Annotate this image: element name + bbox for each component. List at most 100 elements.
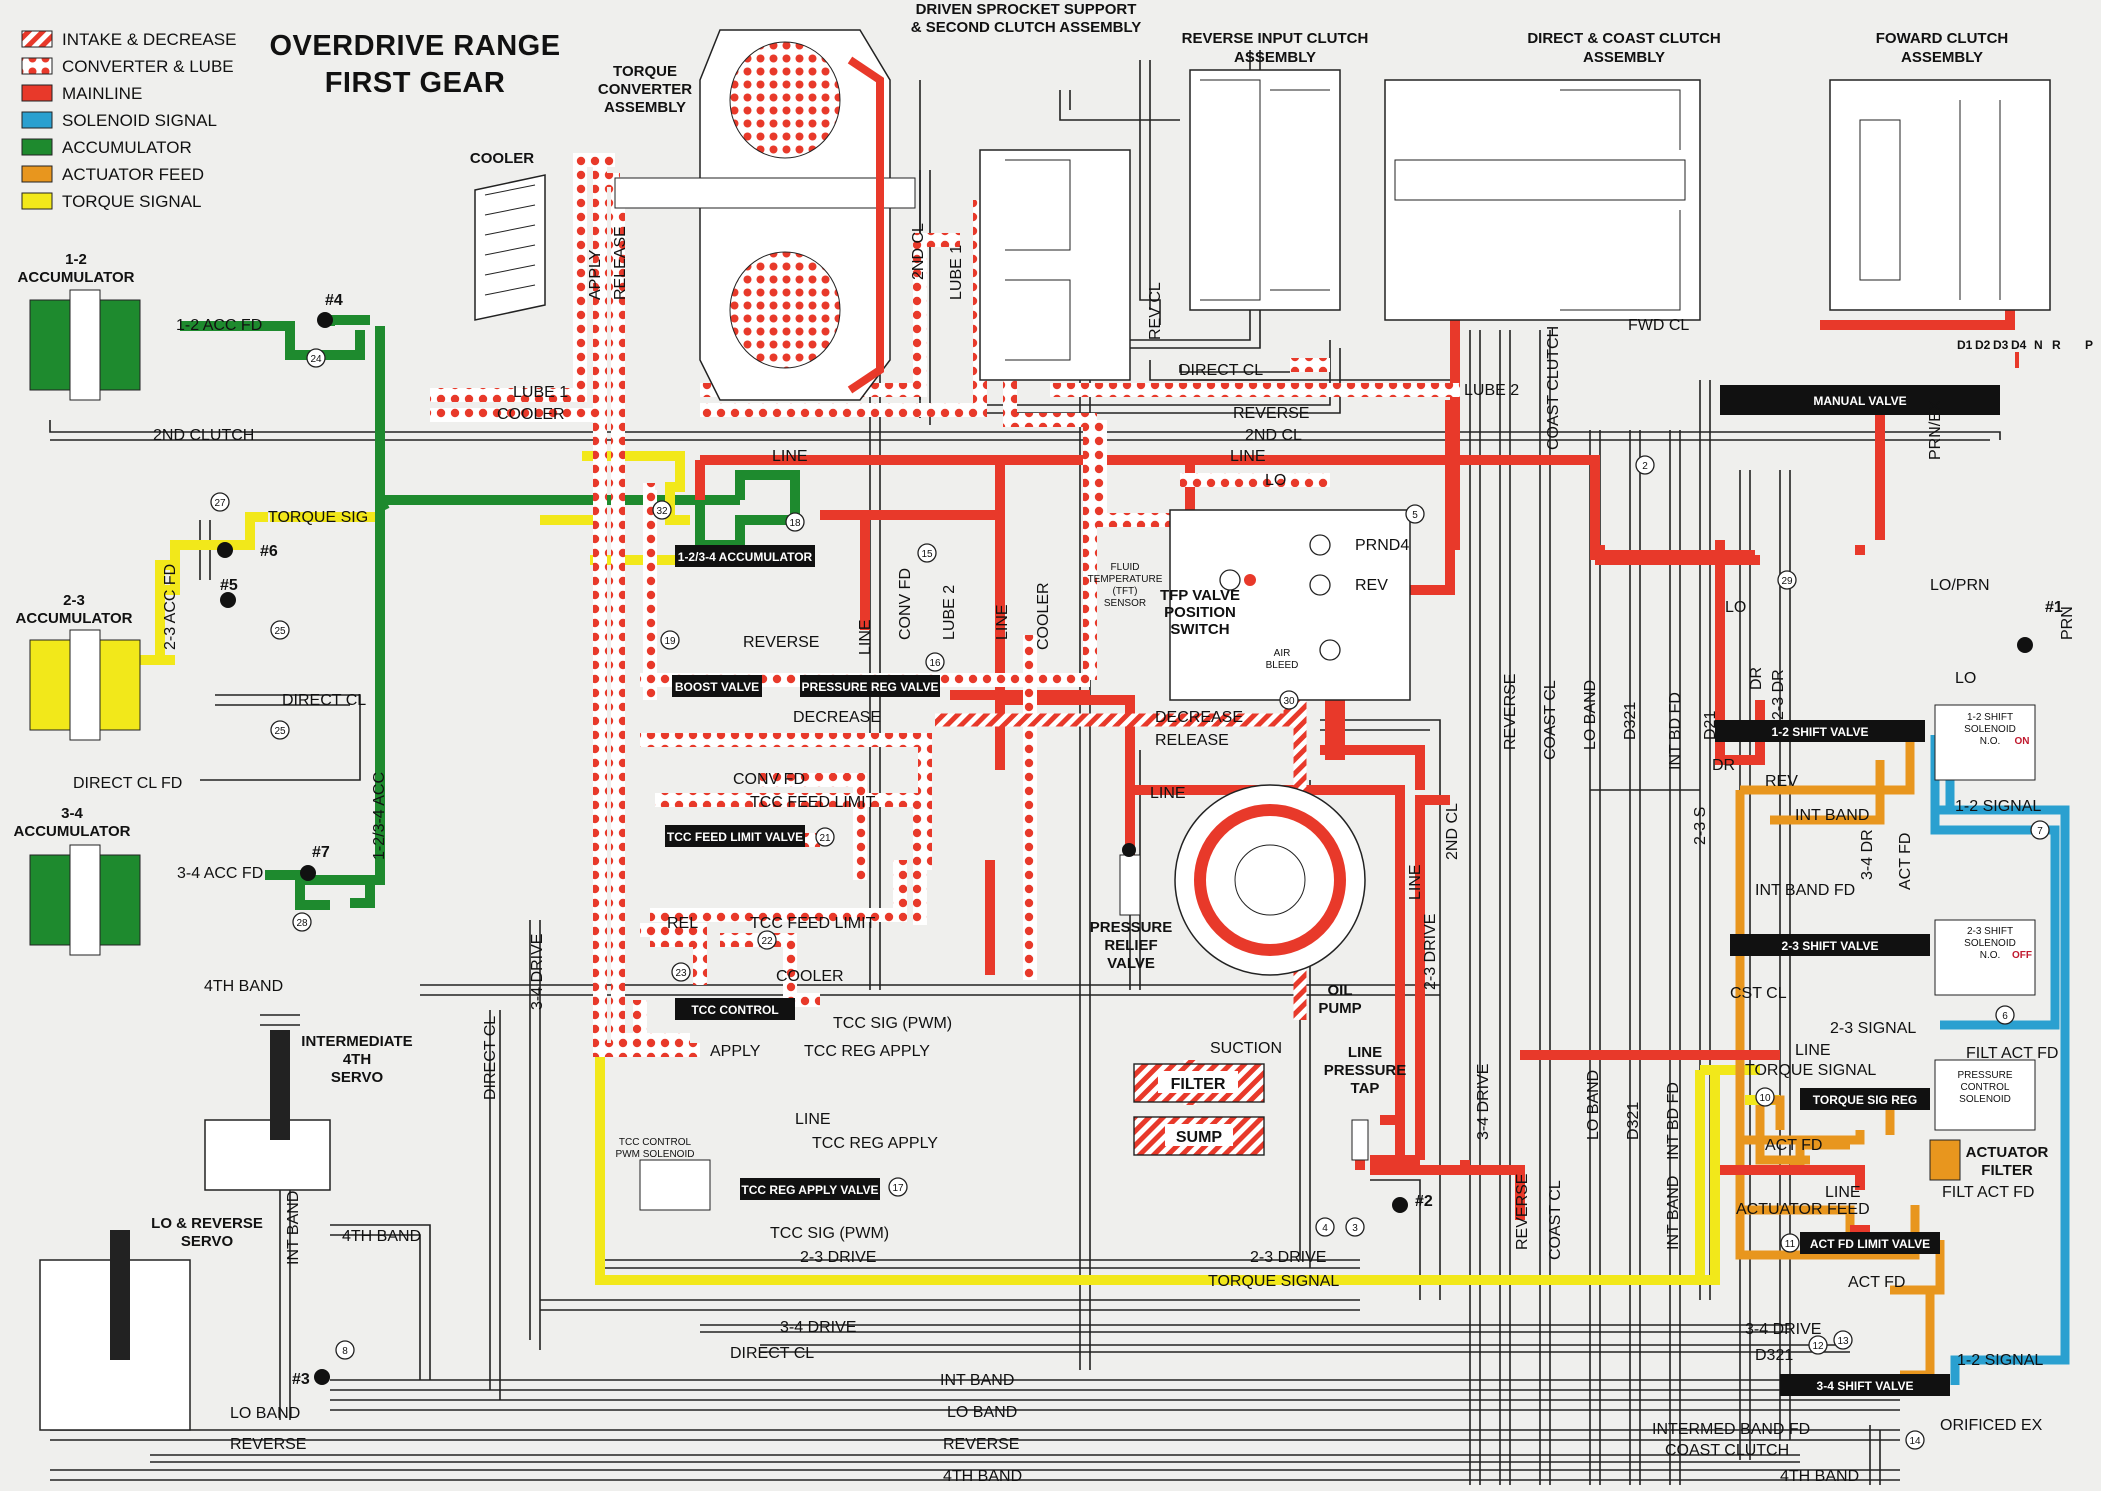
legend: INTAKE & DECREASE CONVERTER & LUBE MAINL… xyxy=(21,30,236,211)
passage-label: 1-2 SIGNAL xyxy=(1955,798,2041,815)
passage-label: 1-2 ACC FD xyxy=(176,317,262,334)
passage-label: TCC REG APPLY xyxy=(812,1135,938,1152)
passage-label: 3-4 ACC FD xyxy=(177,865,263,882)
passage-label: LINE xyxy=(772,448,808,465)
pump-label-1: OIL xyxy=(1328,982,1353,999)
shift-solenoid-1-2: 1-2 SHIFT SOLENOID N.O. ON xyxy=(1934,704,2036,781)
orifice: 2 xyxy=(1635,455,1655,475)
tft-label-2: TEMPERATURE xyxy=(1088,574,1163,585)
filter-sump: FILTER SUMP SUCTION xyxy=(1133,1040,1282,1156)
pressure-reg-valve: PRESSURE REG VALVE xyxy=(800,675,940,697)
passage-label: ACTUATOR FEED xyxy=(1736,1201,1870,1218)
tcc-feed-limit-label: TCC FEED LIMIT VALVE xyxy=(667,830,803,844)
passage-label: LINE xyxy=(1795,1042,1831,1059)
orifice-label: 29 xyxy=(1781,576,1793,587)
passage-label: LO xyxy=(1955,670,1976,687)
orifice: 12 xyxy=(1808,1335,1828,1355)
passage-label: LINE xyxy=(1150,785,1186,802)
orifice-label: 12 xyxy=(1812,1341,1824,1352)
torque-sig-reg-valve: TORQUE SIG REG xyxy=(1800,1088,1930,1110)
orifice-label: 8 xyxy=(342,1346,348,1357)
passage-label: FILT ACT FD xyxy=(1942,1184,2034,1201)
sol12-label-3: N.O. xyxy=(1980,736,2001,747)
orifice: 29 xyxy=(1777,570,1797,590)
orifice: 16 xyxy=(925,652,945,672)
passage-label: INTERMED BAND FD xyxy=(1652,1421,1810,1438)
passage-label: 3-4 DR xyxy=(1859,829,1876,880)
passage-label: FILT ACT FD xyxy=(1966,1045,2058,1062)
passage-label: 2-3 DRIVE xyxy=(1250,1249,1326,1266)
passage-label: COOLER xyxy=(776,968,844,985)
check-ball-label: #4 xyxy=(325,292,343,309)
orifice: 27 xyxy=(210,492,230,512)
legend-label: CONVERTER & LUBE xyxy=(62,57,234,76)
prv-label-1: PRESSURE xyxy=(1090,919,1173,936)
check-ball-label: #2 xyxy=(1415,1193,1433,1210)
passage-label: DECREASE xyxy=(793,709,881,726)
orifice: 14 xyxy=(1905,1430,1925,1450)
gear-pos: D1 xyxy=(1957,338,1973,352)
int-servo-label-1: INTERMEDIATE xyxy=(301,1033,412,1050)
accumulator-3-4: 3-4 ACCUMULATOR xyxy=(14,805,141,956)
passage-label: DECREASE xyxy=(1155,709,1243,726)
acc-valve-label: 1-2/3-4 ACCUMULATOR xyxy=(678,550,813,564)
orifice-label: 23 xyxy=(675,968,687,979)
orifice: 4 xyxy=(1315,1217,1335,1237)
orifice-label: 5 xyxy=(1412,510,1418,521)
passage-label: TCC FEED LIMIT xyxy=(750,794,876,811)
passage-label: REVERSE xyxy=(1233,405,1309,422)
int-servo-label-2: 4TH xyxy=(343,1051,371,1068)
sol12-label-1: 1-2 SHIFT xyxy=(1967,712,2013,723)
int-servo-label-3: SERVO xyxy=(331,1069,384,1086)
tcc-control-valve: TCC CONTROL xyxy=(675,998,795,1020)
orifice: 24 xyxy=(306,348,326,368)
tft-label-3: (TFT) xyxy=(1113,586,1138,597)
shift23-label: 2-3 SHIFT VALVE xyxy=(1782,939,1879,953)
orifice-label: 28 xyxy=(296,918,308,929)
orifice-label: 32 xyxy=(656,506,668,517)
sump-label-bg xyxy=(1165,1124,1233,1146)
sol23-state: OFF xyxy=(2012,950,2032,961)
shift-valve-1-2: 1-2 SHIFT VALVE xyxy=(1715,720,1925,742)
passage-label: TORQUE SIGNAL xyxy=(1208,1273,1339,1290)
tft-label-4: SENSOR xyxy=(1104,598,1146,609)
tc-label-1: TORQUE xyxy=(613,63,677,80)
acc23-label-1: 2-3 xyxy=(63,592,85,609)
gear-pos: P xyxy=(2085,338,2093,352)
tft-label-1: FLUID xyxy=(1111,562,1140,573)
manual-valve-label: MANUAL VALVE xyxy=(1813,394,1906,408)
passage-label: REVERSE xyxy=(943,1436,1019,1453)
passage-label: COOLER xyxy=(1035,582,1052,650)
filter-label: FILTER xyxy=(1171,1076,1226,1093)
passage-label: REVERSE xyxy=(1502,674,1519,750)
passage-label: LUBE 2 xyxy=(1464,382,1519,399)
torque-signal-circuit xyxy=(140,451,1780,1285)
acc34-label-1: 3-4 xyxy=(61,805,83,822)
passage-label: REVERSE xyxy=(743,634,819,651)
passage-label: INT BD FD xyxy=(1665,1082,1682,1160)
passage-label: LINE xyxy=(795,1111,831,1128)
legend-item-intake: INTAKE & DECREASE xyxy=(21,30,236,49)
tcc-control-label: TCC CONTROL xyxy=(691,1003,778,1017)
check-ball-label: #5 xyxy=(220,577,238,594)
pcs-label-1: PRESSURE xyxy=(1957,1070,2012,1081)
gear-pos: D2 xyxy=(1975,338,1991,352)
orifice: 6 xyxy=(1995,1005,2015,1025)
passage-label: REV xyxy=(1765,773,1798,790)
passage-label: 2-3 ACC FD xyxy=(162,564,179,650)
passage-label: COAST CL xyxy=(1547,1180,1564,1260)
passage-label: 3-4 DRIVE xyxy=(529,934,546,1010)
check-ball-label: #6 xyxy=(260,543,278,560)
orifice: 25 xyxy=(270,720,290,740)
rev-input-label-2: ASSEMBLY xyxy=(1234,49,1316,66)
orifice: 15 xyxy=(917,543,937,563)
orifice-label: 11 xyxy=(1785,1239,1796,1250)
orifice-label: 24 xyxy=(310,354,322,365)
act-fd-limit-valve: ACT FD LIMIT VALVE xyxy=(1800,1232,1940,1254)
passage-label: DIRECT CL FD xyxy=(73,775,182,792)
rev-input-label-1: REVERSE INPUT CLUTCH xyxy=(1182,30,1369,47)
passage-label: DR xyxy=(1712,757,1735,774)
orifice-label: 18 xyxy=(789,518,801,529)
acc23-label-2: ACCUMULATOR xyxy=(16,610,133,627)
